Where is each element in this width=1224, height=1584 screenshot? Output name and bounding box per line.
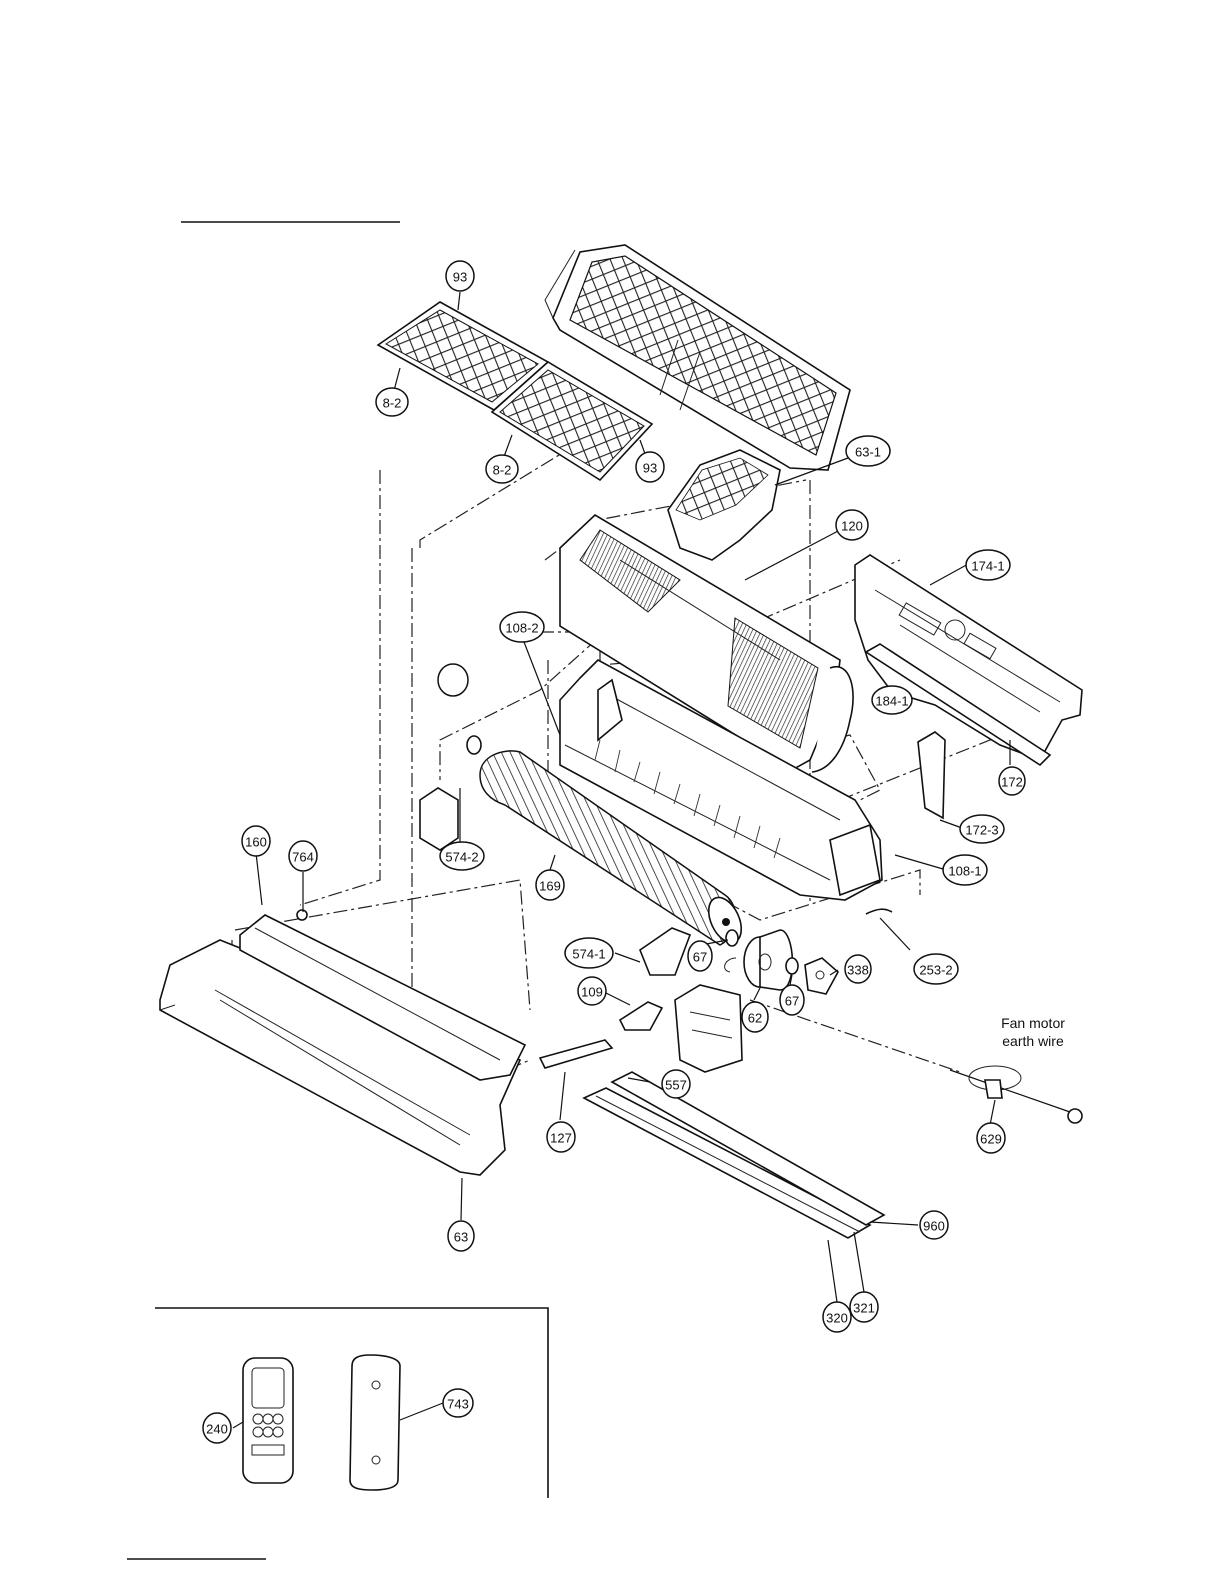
- callout-label: 67: [693, 950, 707, 965]
- callout-label: 320: [826, 1311, 848, 1326]
- callout-184-1-c1841: 184-1: [872, 686, 912, 714]
- callout-label: 743: [447, 1397, 469, 1412]
- note-line-2: earth wire: [1002, 1033, 1064, 1049]
- louver-shaft: [540, 1040, 612, 1068]
- callout-label: 160: [245, 835, 267, 850]
- callout-label: 960: [923, 1219, 945, 1234]
- callout-label: 321: [853, 1301, 875, 1316]
- callout-label: 127: [550, 1131, 572, 1146]
- lower-louvers: [584, 1072, 884, 1238]
- side-cover: [668, 450, 780, 560]
- callout-629-c629: 629: [977, 1123, 1005, 1153]
- callout-label: 8-2: [493, 463, 512, 478]
- callout-240-c240: 240: [203, 1413, 231, 1443]
- callout-764-c764: 764: [289, 841, 317, 871]
- callout-label: 574-2: [445, 850, 478, 865]
- callout-label: 629: [980, 1132, 1002, 1147]
- callout-label: 240: [206, 1422, 228, 1437]
- callout-label: 574-1: [572, 947, 605, 962]
- callout-574-1-c5741: 574-1: [565, 938, 613, 968]
- callout-574-2-c5742: 574-2: [440, 842, 484, 870]
- callout-160-c160: 160: [242, 826, 270, 856]
- callout-label: 93: [453, 270, 467, 285]
- callout-label: 93: [643, 461, 657, 476]
- callout-label: 8-2: [383, 396, 402, 411]
- callout-8-2-c82a: 8-2: [376, 388, 408, 416]
- callout-label: 109: [581, 985, 603, 1000]
- callout-63-1-c631: 63-1: [846, 436, 890, 466]
- callout-label: 764: [292, 850, 314, 865]
- callout-338-c338: 338: [845, 955, 871, 983]
- motor-cover: [805, 958, 838, 994]
- callout-label: 120: [841, 519, 863, 534]
- callout-label: 338: [847, 963, 869, 978]
- callout-321-c321: 321: [850, 1292, 878, 1322]
- callout-557-c557: 557: [662, 1070, 690, 1098]
- callout-93-c93a: 93: [446, 261, 474, 291]
- callout-127-c127: 127: [547, 1122, 575, 1152]
- callout-label: 169: [539, 879, 561, 894]
- callout-bubble: [438, 664, 468, 696]
- note-line-1: Fan motor: [1001, 1015, 1065, 1031]
- callout-253-2-c2532: 253-2: [914, 954, 958, 984]
- callout-label: 172-3: [965, 823, 998, 838]
- callout-174-1-c1741: 174-1: [966, 550, 1010, 580]
- callout-120-c120: 120: [836, 510, 868, 540]
- callout-169-c169: 169: [536, 870, 564, 900]
- callout-960-c960: 960: [920, 1211, 948, 1239]
- earth-wire: [950, 1066, 1082, 1123]
- bearing-ring: [467, 736, 481, 754]
- callout-172-c172: 172: [999, 767, 1025, 795]
- callout-93-c93b: 93: [636, 452, 664, 482]
- callout-63-c63: 63: [448, 1221, 474, 1251]
- callout-label: 557: [665, 1078, 687, 1093]
- electrical-box: [620, 985, 742, 1072]
- callout-blank-cblank: [438, 664, 468, 696]
- bracket: [918, 732, 945, 818]
- callout-label: 108-2: [505, 621, 538, 636]
- fan-bearing-bracket-right: [640, 928, 690, 975]
- callout-172-3-c1723: 172-3: [960, 815, 1004, 843]
- callout-label: 108-1: [948, 864, 981, 879]
- callout-label: 253-2: [919, 963, 952, 978]
- callout-label: 172: [1001, 775, 1023, 790]
- fan-bearing-bracket-left: [420, 788, 458, 850]
- callout-8-2-c82b: 8-2: [486, 455, 518, 483]
- bearing-a: [726, 930, 738, 946]
- callout-320-c320: 320: [823, 1302, 851, 1332]
- bearing-b: [786, 958, 798, 974]
- callout-label: 184-1: [875, 694, 908, 709]
- callout-label: 63-1: [855, 445, 881, 460]
- remote-controller: [243, 1358, 293, 1483]
- callout-108-2-c1082: 108-2: [500, 612, 544, 642]
- callout-label: 67: [785, 994, 799, 1009]
- callout-108-1-c1081: 108-1: [943, 855, 987, 885]
- callout-67-c67a: 67: [688, 941, 712, 971]
- callout-label: 174-1: [971, 559, 1004, 574]
- callout-62-c62: 62: [742, 1002, 768, 1032]
- callout-label: 63: [454, 1230, 468, 1245]
- remote-holder: [350, 1355, 400, 1490]
- callout-109-c109: 109: [578, 977, 606, 1005]
- callout-743-c743: 743: [443, 1389, 473, 1417]
- callout-label: 62: [748, 1011, 762, 1026]
- drain-hose: [866, 909, 892, 914]
- callout-67-c67b: 67: [780, 985, 804, 1015]
